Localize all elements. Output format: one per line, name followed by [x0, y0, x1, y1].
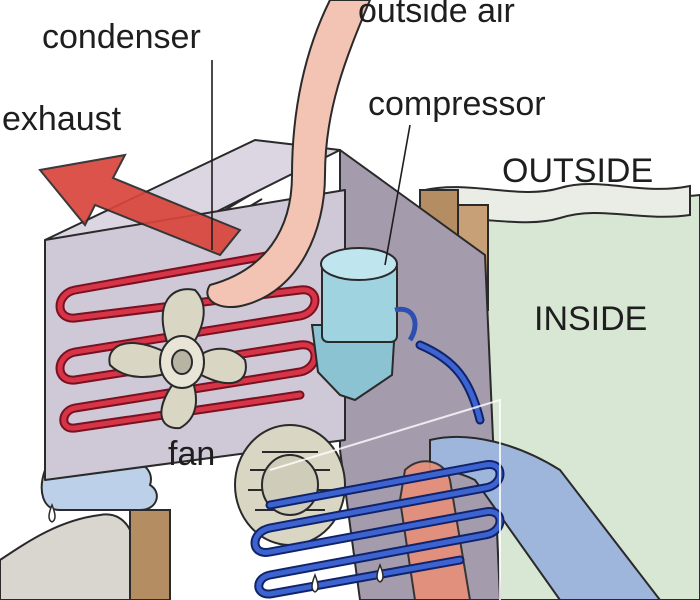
outside-wall-lower-left	[0, 514, 130, 600]
label-outside: OUTSIDE	[502, 152, 653, 190]
label-exhaust: exhaust	[2, 100, 122, 138]
label-condenser: condenser	[42, 18, 201, 56]
window-post-left	[130, 510, 170, 600]
label-inside: INSIDE	[534, 300, 647, 338]
label-fan: fan	[168, 435, 215, 473]
label-outside-air: outside air	[358, 0, 515, 30]
label-compressor: compressor	[368, 85, 546, 123]
